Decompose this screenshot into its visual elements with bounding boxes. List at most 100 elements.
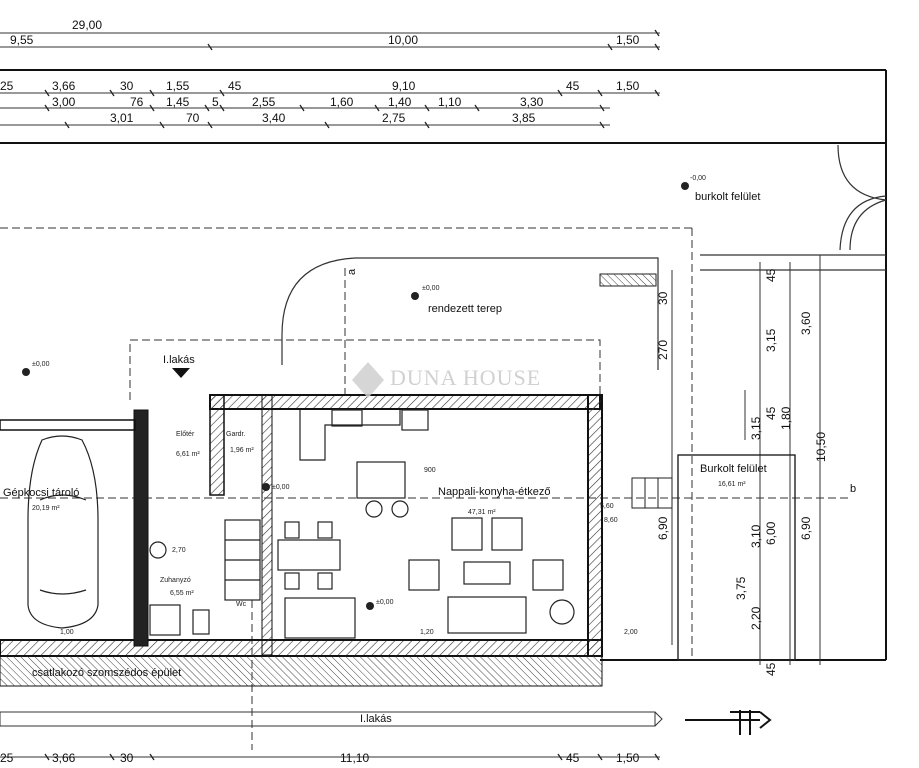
paving-area xyxy=(677,454,796,661)
stair-label: I.lakás xyxy=(163,354,195,366)
dim-text: 30 xyxy=(120,751,134,765)
dim-text: 2,70 xyxy=(172,547,186,554)
hatched-bar xyxy=(599,273,657,287)
dim-text: 3,15 xyxy=(749,416,763,440)
dim-text: 1,50 xyxy=(616,79,640,93)
bath-label: Zuhanyzó xyxy=(160,577,191,584)
dim-text: 6,00 xyxy=(764,521,778,545)
dim-text: 3,15 xyxy=(764,328,778,352)
dim-text: 10,00 xyxy=(388,33,418,47)
dim-text: 11,10 xyxy=(340,751,369,765)
level-label: -0,00 xyxy=(690,175,706,182)
dim-text: 1,50 xyxy=(616,751,640,765)
dim-text: 45 xyxy=(764,406,778,420)
kitchen-counter xyxy=(299,409,429,518)
dim-text: 25 xyxy=(0,79,14,93)
dim-text: 2,20 xyxy=(749,606,763,630)
dim-text: 3,40 xyxy=(262,111,286,125)
section-b: b xyxy=(850,483,856,495)
dim-text: 3,10 xyxy=(749,524,763,548)
dim-text: 25 xyxy=(0,751,14,765)
level-label: ±0,00 xyxy=(376,599,394,606)
dim-text: 2,55 xyxy=(252,95,276,109)
living-furniture xyxy=(277,517,575,634)
wc-label: Wc xyxy=(236,601,247,608)
level-label: ±0,00 xyxy=(272,484,290,491)
level-markers xyxy=(22,182,689,610)
closet-area: 1,96 m² xyxy=(230,447,254,454)
terrain-label: rendezett terep xyxy=(428,303,502,315)
bottom-bar xyxy=(0,711,663,727)
dim-text: 45 xyxy=(228,79,242,93)
dim-text: 1,40 xyxy=(388,95,412,109)
dimension-ticks xyxy=(44,29,660,761)
dim-text: 8,60 xyxy=(604,517,618,524)
misc-dims: 5,60 8,60 900 2,70 1,20 2,00 1,00 xyxy=(60,467,638,636)
dim-text: 3,01 xyxy=(110,111,134,125)
dim-text: 1,55 xyxy=(166,79,190,93)
dim-text: 1,20 xyxy=(420,629,434,636)
dim-text: 30 xyxy=(120,79,134,93)
car xyxy=(27,435,99,629)
living-label: Nappali-konyha-étkező xyxy=(438,486,551,498)
dim-text: 9,55 xyxy=(10,33,34,47)
level-label: ±0,00 xyxy=(422,285,440,292)
section-a: a xyxy=(346,268,358,275)
dim-text: 5,60 xyxy=(600,503,614,510)
dim-text: 3,75 xyxy=(734,576,748,600)
north-arrow-icon xyxy=(685,710,772,735)
watermark-text: DUNA HOUSE xyxy=(390,365,541,390)
bath-fixtures xyxy=(149,519,356,639)
dim-text: 10,50 xyxy=(814,432,828,462)
dim-text: 1,00 xyxy=(60,629,74,636)
dim-text: 45 xyxy=(764,268,778,282)
dim-text: 900 xyxy=(424,467,436,474)
garage-label: Gépkocsi tároló xyxy=(3,487,79,499)
room-labels: burkolt felület -0,00 rendezett terep ±0… xyxy=(3,175,856,725)
entry-triangle-icon xyxy=(172,368,190,378)
dim-text: 6,90 xyxy=(799,516,813,540)
hall-area: 6,61 m² xyxy=(176,451,200,458)
dim-text: 3,85 xyxy=(512,111,536,125)
dimension-lines-top xyxy=(0,32,660,758)
dim-text: 3,66 xyxy=(52,79,76,93)
dim-text: 45 xyxy=(764,662,778,676)
terrain-curve xyxy=(281,144,887,370)
dim-text: 1,60 xyxy=(330,95,354,109)
paving-right-label: Burkolt felület xyxy=(700,463,767,475)
dim-text: 76 xyxy=(130,95,144,109)
strip-label: csatlakozó szomszédos épület xyxy=(32,667,181,679)
dim-text: 5 xyxy=(212,95,219,109)
dim-text: 30 xyxy=(656,291,670,305)
dim-text: 3,00 xyxy=(52,95,76,109)
dim-total: 29,00 xyxy=(72,18,102,32)
dim-text: 2,75 xyxy=(382,111,406,125)
dim-text: 45 xyxy=(566,79,580,93)
right-dimension-texts: 45 3,15 1,80 45 3,15 3,10 3,75 2,20 45 3… xyxy=(656,268,828,676)
dim-text: 3,30 xyxy=(520,95,544,109)
steps xyxy=(631,477,673,509)
garage-area: 20,19 m² xyxy=(32,505,60,512)
stair-bottom-label: I.lakás xyxy=(360,713,392,725)
right-dimension-lines xyxy=(671,255,821,665)
dim-text: 270 xyxy=(656,340,670,360)
dimension-texts: 29,00 9,55 10,00 1,50 25 3,66 30 1,55 45… xyxy=(0,18,640,765)
paving-label: burkolt felület xyxy=(695,191,760,203)
dim-text: 70 xyxy=(186,111,200,125)
dim-text: 6,90 xyxy=(656,516,670,540)
bath-area: 6,55 m² xyxy=(170,590,194,597)
dim-text: 45 xyxy=(566,751,580,765)
living-area: 47,31 m² xyxy=(468,509,496,516)
dim-text: 2,00 xyxy=(624,629,638,636)
dim-text: 3,66 xyxy=(52,751,76,765)
dim-text: 1,10 xyxy=(438,95,462,109)
dim-text: 9,10 xyxy=(392,79,416,93)
dim-text: 3,60 xyxy=(799,311,813,335)
watermark: DUNA HOUSE xyxy=(352,362,541,398)
closet-label: Gardr. xyxy=(226,431,246,438)
hall-label: Előtér xyxy=(176,431,195,438)
building-walls xyxy=(0,394,603,687)
dim-text: 1,50 xyxy=(616,33,640,47)
dim-text: 1,80 xyxy=(779,406,793,430)
